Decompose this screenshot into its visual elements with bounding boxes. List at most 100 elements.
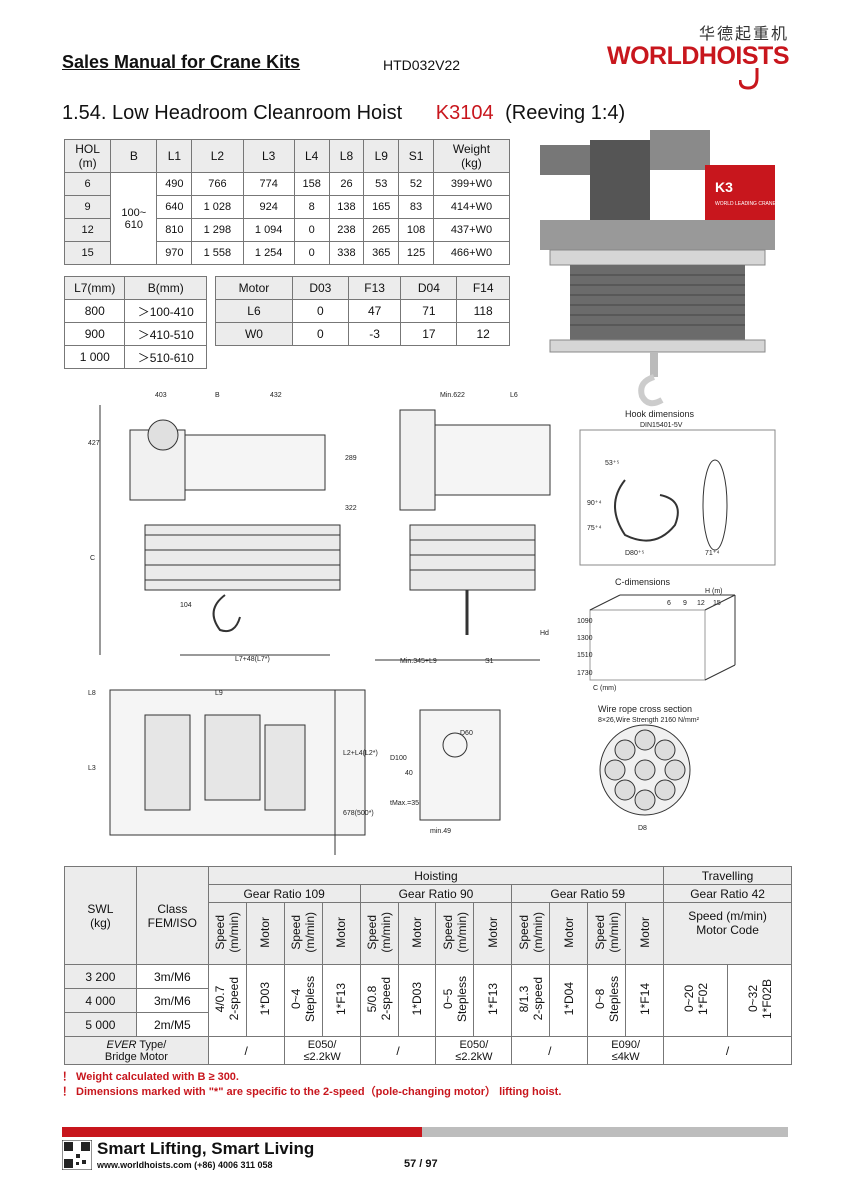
motor-cell: 1*F13	[485, 982, 500, 1016]
speed-cell: 5/0.8 2-speed	[365, 977, 394, 1021]
cell: 265	[363, 218, 400, 242]
th-motor: Motor	[409, 916, 424, 948]
photo-caption: WORLD LEADING CRANES	[715, 201, 780, 207]
cell: 0	[291, 299, 349, 323]
dim-d100: D100	[390, 755, 407, 762]
motor-cell: 1*F13	[334, 982, 349, 1016]
cell: 108	[398, 218, 434, 242]
h-value: 6	[667, 600, 671, 607]
th-gr59: Gear Ratio 59	[511, 884, 665, 903]
cell: 1 028	[191, 195, 244, 219]
logo-chinese-text: 华德起重机	[698, 24, 789, 43]
k3-badge: K3	[715, 179, 733, 195]
cell: 0	[293, 241, 330, 265]
table-row: 9 640 1 028 924 8 138 165 83 414+W0	[63, 195, 511, 219]
cell: 0	[293, 218, 330, 242]
table-row: 1 000＞510-610	[63, 345, 207, 369]
red-cover	[705, 165, 775, 225]
class-cell: 2m/M5	[135, 1012, 209, 1037]
footer-bar	[62, 1127, 788, 1137]
speed-cell: 4/0.7 2-speed	[213, 977, 242, 1021]
cell: 365	[363, 241, 400, 265]
th-class: Class FEM/ISO	[135, 866, 209, 965]
dim-s1: S1	[485, 658, 494, 665]
dim-min49: min.49	[430, 828, 451, 835]
c-value: 1730	[577, 670, 593, 677]
section-title: 1.54. Low Headroom Cleanroom Hoist K3104…	[62, 102, 625, 125]
th-gr109: Gear Ratio 109	[207, 884, 361, 903]
th-d03: D03	[291, 276, 349, 300]
th-gr90: Gear Ratio 90	[359, 884, 513, 903]
cell: 1 094	[242, 218, 295, 242]
h-value: 12	[697, 600, 705, 607]
cell: 138	[328, 195, 365, 219]
c-dimensions-title: C-dimensions	[615, 577, 671, 587]
dim-75: 75⁺⁴	[587, 525, 602, 532]
th-motor: Motor	[561, 916, 576, 948]
dim-l7: L7+48(L7*)	[235, 656, 270, 663]
dim-d8: D8	[638, 825, 647, 832]
ever-cell: E050/ ≤2.2kW	[435, 1036, 513, 1065]
cell: 12	[63, 218, 112, 242]
page-number: 57 / 97	[404, 1158, 438, 1170]
motor-cell: 1*F14	[637, 982, 652, 1016]
cell: 83	[398, 195, 434, 219]
cell: 26	[328, 172, 365, 196]
cell: 118	[456, 299, 510, 323]
note-dimensions: ！ Dimensions marked with "*" are specifi…	[62, 1086, 562, 1098]
dim-min622: Min.622	[440, 392, 465, 399]
l7-table: L7(mm) B(mm) 800＞100-410 900＞410-510 1 0…	[63, 276, 207, 369]
th-motor: Motor	[485, 916, 500, 948]
ever-label-text: Type/ Bridge Motor	[104, 1038, 168, 1063]
dim-678: 678(500*)	[343, 810, 374, 817]
cell: 9	[63, 195, 112, 219]
cell: 0	[291, 322, 349, 346]
ever-cell: /	[663, 1036, 792, 1065]
dim-90: 90⁺⁴	[587, 500, 602, 507]
th-l1: L1	[156, 139, 193, 173]
logo-english-text: WORLDHOISTS	[607, 42, 790, 70]
cell: ＞100-410	[124, 299, 207, 323]
th-f13: F13	[347, 276, 402, 300]
th-l9: L9	[363, 139, 400, 173]
dim-l9: L9	[215, 690, 223, 697]
cell: 414+W0	[432, 195, 511, 219]
cell: 71	[400, 299, 458, 323]
bottom-plate	[549, 339, 766, 353]
trolley-frame	[540, 220, 775, 250]
th-speed: Speed (m/min)	[592, 911, 621, 953]
cell: 158	[293, 172, 330, 196]
dim-289: 289	[345, 455, 357, 462]
th-motor: Motor	[258, 916, 273, 948]
cell: 15	[63, 241, 112, 265]
th-speed: Speed (m/min)	[516, 911, 545, 953]
dim-l3: L3	[88, 765, 96, 772]
dim-c: C	[90, 555, 95, 562]
dim-min345: Min.345+L9	[400, 658, 437, 665]
dim-l8: L8	[88, 690, 96, 697]
c-value: 1300	[577, 635, 593, 642]
performance-table: SWL (kg) Class FEM/ISO Hoisting Travelli…	[64, 866, 792, 1065]
dim-71: 71⁺⁴	[705, 550, 720, 557]
cell: 47	[347, 299, 402, 323]
cell: 238	[328, 218, 365, 242]
cell: 399+W0	[432, 172, 511, 196]
cell: 970	[156, 241, 193, 265]
dim-432: 432	[270, 392, 282, 399]
th-l8: L8	[328, 139, 365, 173]
cell: ＞410-510	[124, 322, 207, 346]
th-speed: Speed (m/min)	[440, 911, 469, 953]
rope-spec: 8×26,Wire Strength 2160 N/mm²	[598, 717, 700, 724]
dim-427: 427	[88, 440, 100, 447]
footer-slogan: Smart Lifting, Smart Living	[97, 1139, 315, 1158]
dim-403: 403	[155, 392, 167, 399]
travel-cell: 0~20 1*F02	[681, 982, 710, 1016]
hook-shape	[638, 374, 664, 407]
cell: 924	[242, 195, 295, 219]
c-value: 1090	[577, 618, 593, 625]
th-bmm: B(mm)	[124, 276, 207, 300]
speed-cell: 0~5 Stepless	[440, 975, 469, 1023]
dim-hd: Hd	[540, 630, 549, 637]
cell: 1 000	[63, 345, 126, 369]
technical-drawings: 403 B 432 427 289 322 C 104 L7+48(L7*) M…	[88, 392, 776, 855]
